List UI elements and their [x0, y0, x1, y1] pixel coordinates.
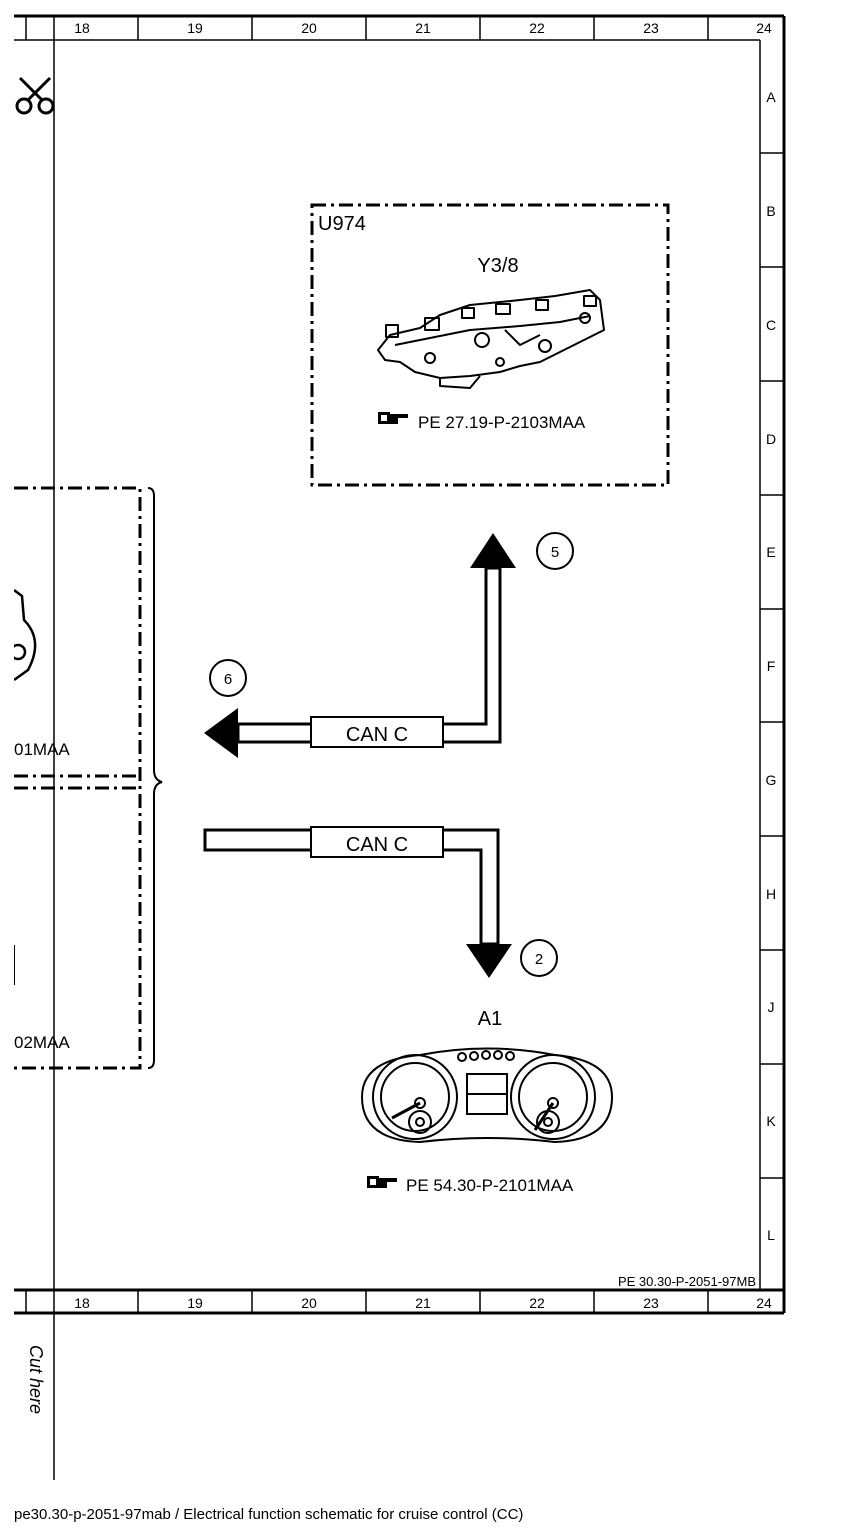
column-ticks — [25, 16, 709, 1313]
row-ticks — [760, 152, 784, 1179]
row-label: C — [766, 317, 776, 333]
u974-boundary — [310, 203, 670, 487]
left-lower-ref: 02MAA — [14, 1033, 70, 1052]
component-a1: A1 PE 54.30-P-2 — [360, 1008, 614, 1195]
row-label: G — [766, 772, 777, 788]
component-u974: U974 Y3/8 PE 27.19-P-2103MAA — [310, 203, 670, 487]
group-bracket — [147, 487, 163, 1069]
column-label: 23 — [643, 20, 659, 36]
column-label: 21 — [415, 1295, 431, 1311]
can-c-connection-upper: CAN C 6 5 — [204, 532, 574, 758]
a1-reference: PE 54.30-P-2101MAA — [406, 1176, 574, 1195]
row-label: B — [766, 203, 775, 219]
pointing-hand-icon — [378, 412, 408, 424]
left-upper-ref: 01MAA — [14, 740, 70, 759]
y3-8-label: Y3/8 — [477, 255, 518, 277]
column-label: 22 — [529, 1295, 545, 1311]
valve-body-icon — [377, 289, 605, 389]
column-labels-top: 18 19 20 21 22 23 24 — [74, 20, 772, 36]
a1-label: A1 — [478, 1008, 502, 1030]
sheet-reference: PE 30.30-P-2051-97MB — [618, 1274, 756, 1289]
schematic-sheet: 18 19 20 21 22 23 24 18 19 20 21 22 23 2… — [14, 14, 786, 1480]
column-label: 23 — [643, 1295, 659, 1311]
row-label: H — [766, 886, 776, 902]
column-label: 24 — [756, 1295, 772, 1311]
row-label: K — [766, 1113, 776, 1129]
marker-circle-6 — [209, 659, 247, 697]
row-label: E — [766, 544, 775, 560]
pointing-hand-icon — [367, 1176, 397, 1188]
column-label: 22 — [529, 20, 545, 36]
row-label: A — [766, 89, 776, 105]
partial-component-icon — [14, 589, 37, 985]
marker-2: 2 — [535, 951, 543, 968]
arrow-down-icon — [466, 944, 512, 978]
sheet-frame — [14, 14, 786, 1480]
can-c-label-box-lower — [310, 826, 444, 858]
marker-circle-5 — [536, 532, 574, 570]
marker-6: 6 — [224, 671, 232, 688]
can-c-label-lower: CAN C — [346, 834, 408, 856]
cut-here-label: Cut here — [26, 1345, 46, 1414]
row-label: F — [767, 658, 776, 674]
component-left-partial: 01MAA 02MAA — [14, 486, 142, 1070]
arrow-up-icon — [470, 533, 516, 568]
arrow-left-icon — [204, 708, 238, 758]
column-label: 19 — [187, 1295, 203, 1311]
footer-caption: pe30.30-p-2051-97mab / Electrical functi… — [14, 1506, 524, 1523]
instrument-cluster-icon — [360, 1047, 614, 1144]
u974-reference: PE 27.19-P-2103MAA — [418, 413, 586, 432]
column-label: 21 — [415, 20, 431, 36]
bus-line-upper — [236, 566, 502, 744]
marker-5: 5 — [551, 544, 559, 561]
can-c-connection-lower: CAN C 2 — [203, 826, 558, 978]
marker-circle-2 — [520, 939, 558, 977]
scissors-icon — [15, 76, 55, 115]
row-label: J — [768, 999, 775, 1015]
can-c-label-box-upper — [310, 716, 444, 748]
column-label: 18 — [74, 1295, 90, 1311]
row-label: L — [767, 1227, 775, 1243]
column-label: 24 — [756, 20, 772, 36]
column-label: 19 — [187, 20, 203, 36]
column-label: 18 — [74, 20, 90, 36]
row-label: D — [766, 431, 776, 447]
can-c-label-upper: CAN C — [346, 724, 408, 746]
column-label: 20 — [301, 20, 317, 36]
row-labels: A B C D E F G H J K L — [766, 89, 777, 1243]
u974-label: U974 — [318, 213, 366, 235]
column-labels-bottom: 18 19 20 21 22 23 24 — [74, 1295, 772, 1311]
column-label: 20 — [301, 1295, 317, 1311]
